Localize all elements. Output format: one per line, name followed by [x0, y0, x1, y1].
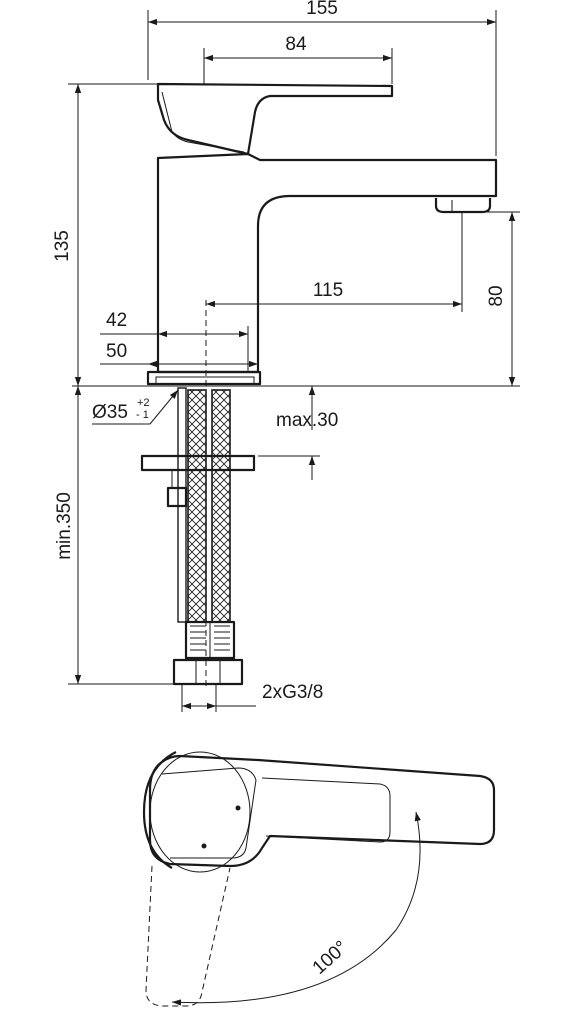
dim-115: 115: [313, 280, 343, 301]
rotation-arc: [171, 811, 421, 1006]
dim-max-30: max.30: [276, 410, 338, 431]
lever-top: [148, 754, 496, 868]
fixing-bracket: [140, 454, 256, 508]
dim-rotation-angle: 100°: [309, 937, 352, 979]
dim-135: 135: [52, 230, 73, 262]
aerator: [434, 198, 492, 214]
lever-rotated-position: [145, 865, 231, 1007]
dim-42: 42: [106, 310, 127, 331]
dim-84: 84: [285, 34, 307, 55]
connector-nuts: [172, 620, 244, 686]
dim-155: 155: [306, 0, 338, 19]
dimension-lines: [68, 10, 520, 712]
dim-connection: 2xG3/8: [262, 682, 323, 703]
dim-80: 80: [486, 285, 507, 306]
dimension-labels: 155 84 135 80 115 42 50 Ø35 +2 - 1 max.3…: [52, 0, 507, 703]
dim-hole-tol-minus: - 1: [136, 409, 149, 421]
lever-handle: [156, 82, 394, 156]
dim-50: 50: [106, 341, 127, 362]
base-plate: [146, 370, 262, 386]
dim-hole-diameter: Ø35: [92, 402, 128, 423]
faucet-body: [156, 152, 498, 374]
dim-min-350: min.350: [54, 492, 75, 560]
faucet-side-view: [72, 82, 520, 690]
faucet-top-view: 100°: [142, 751, 496, 1007]
dim-hole-tol-plus: +2: [137, 397, 150, 409]
